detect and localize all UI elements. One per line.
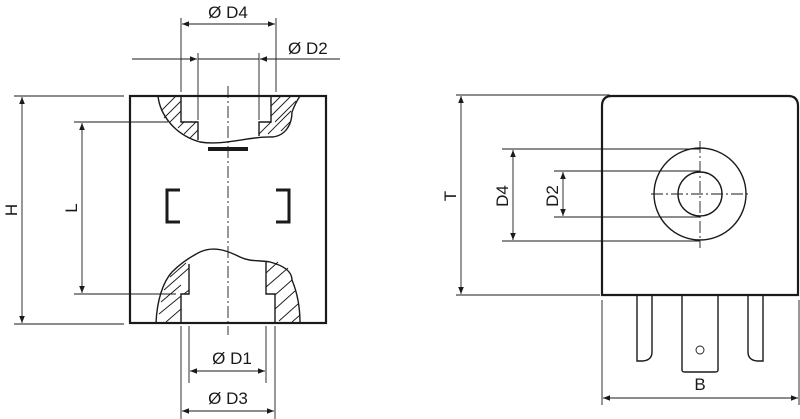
bracket-left-mark	[165, 188, 180, 224]
label-d2-side: Ø D2	[288, 39, 328, 58]
pin-center-hole	[695, 345, 705, 355]
label-b: B	[694, 375, 705, 394]
label-l: L	[62, 203, 81, 212]
bottom-hatch-left	[158, 262, 190, 323]
bottom-hatch-right	[265, 261, 301, 323]
label-t: T	[441, 191, 460, 201]
label-d3: Ø D3	[208, 389, 248, 408]
pin-left	[636, 296, 653, 362]
pin-right	[747, 296, 764, 362]
top-bore-profile	[180, 96, 272, 140]
front-view: T D4 D2 B	[441, 94, 800, 405]
polarity-bar-mark	[208, 147, 248, 151]
top-breakout-line	[157, 95, 301, 144]
pin-center	[681, 296, 719, 373]
label-d4-side: Ø D4	[208, 3, 248, 22]
top-hatch-right	[258, 95, 297, 135]
top-hatch-left	[161, 95, 199, 139]
label-d1: Ø D1	[212, 349, 252, 368]
label-d2-front: D2	[543, 185, 562, 207]
bracket-right-mark	[276, 188, 291, 224]
front-body-outline	[600, 94, 800, 297]
side-view: Ø D4 Ø D2 H L Ø D1 Ø D3	[2, 3, 340, 419]
label-h: H	[2, 204, 21, 216]
label-d4-front: D4	[493, 185, 512, 207]
